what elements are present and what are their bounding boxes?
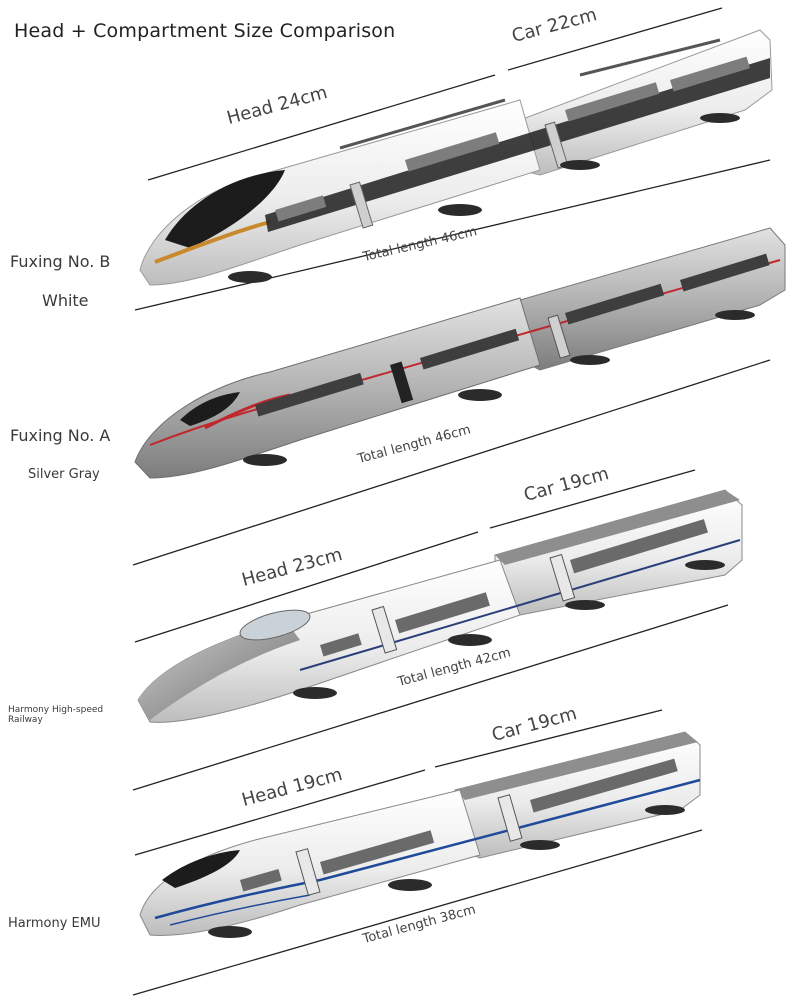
train-name-harmony-emu: Harmony EMU bbox=[8, 916, 101, 931]
train-fuxing-b bbox=[134, 7, 773, 311]
train-harmony-hsr bbox=[132, 469, 743, 791]
train-fuxing-a bbox=[132, 227, 786, 566]
train-name-fuxing-b: Fuxing No. B bbox=[10, 252, 111, 271]
page-title: Head + Compartment Size Comparison bbox=[14, 20, 396, 42]
train-name-harmony-hsr: Harmony High-speed Railway bbox=[8, 705, 104, 725]
train-color-fuxing-b: White bbox=[42, 291, 89, 310]
train-color-fuxing-a: Silver Gray bbox=[28, 467, 100, 482]
train-name-fuxing-a: Fuxing No. A bbox=[10, 426, 111, 445]
train-harmony-emu bbox=[132, 709, 703, 996]
